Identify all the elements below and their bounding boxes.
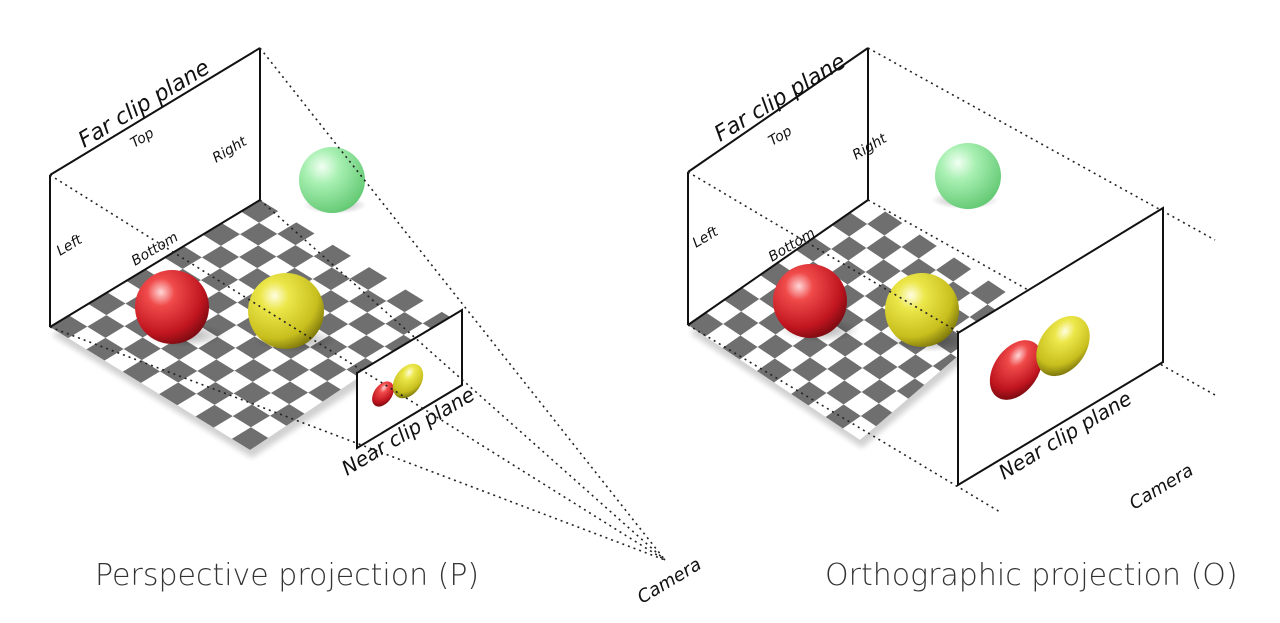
checker-tile — [310, 312, 349, 336]
ray-bottom-right — [259, 199, 666, 561]
checker-tile — [722, 335, 758, 360]
checker-tile — [123, 337, 161, 361]
checker-tile — [348, 312, 386, 336]
checker-tile — [828, 332, 864, 357]
orthographic-camera-label: Camera — [1126, 460, 1197, 514]
perspective-top-label: Top — [128, 125, 157, 151]
orthographic-right-label: Right — [850, 130, 890, 163]
checker-tile — [202, 223, 240, 246]
near-yellow-projection — [1036, 315, 1090, 377]
box-bottom-left-edge — [687, 324, 1001, 513]
checker-tile — [791, 381, 827, 406]
checker-tile — [201, 245, 240, 269]
checker-tile — [757, 334, 793, 359]
checker-tile — [901, 234, 937, 259]
checker-tile — [724, 287, 760, 312]
checker-tile — [231, 427, 270, 450]
red-sphere — [135, 270, 209, 344]
checker-tile — [197, 359, 235, 383]
checker-tile — [122, 360, 160, 383]
checker-tile — [309, 358, 347, 382]
checker-tile — [385, 312, 423, 335]
checker-tile — [270, 404, 308, 427]
near-red-projection — [372, 381, 394, 407]
checker-tile — [196, 382, 234, 405]
perspective-caption: Perspective projection (P) — [95, 558, 479, 593]
ray-bottom-left — [49, 326, 666, 561]
near-red-projection — [989, 340, 1043, 400]
checker-tile — [896, 378, 932, 403]
checker-tile — [159, 382, 197, 406]
checker-tile — [386, 289, 424, 313]
checker-tile — [832, 212, 868, 237]
checker-tile — [760, 262, 796, 287]
checker-tile — [970, 280, 1006, 305]
far-plane-top-edge — [49, 47, 261, 176]
checker-tile — [88, 292, 126, 316]
perspective-left-label: Left — [54, 232, 86, 260]
checker-tile — [160, 359, 198, 383]
checker-tile — [234, 359, 272, 382]
checker-tile — [861, 379, 897, 404]
checker-tile — [867, 211, 903, 236]
far-plane-bottom-edge — [687, 199, 869, 326]
checker-tile — [825, 404, 861, 429]
checker-tile — [826, 380, 862, 405]
checker-tile — [233, 381, 271, 405]
green-sphere — [299, 147, 365, 213]
far-plane-bottom-edge — [49, 199, 261, 328]
checker-tile — [271, 358, 310, 382]
checker-tile — [831, 236, 867, 261]
far-plane-top-edge — [687, 47, 869, 173]
red-sphere — [773, 264, 847, 338]
orthographic-caption: Orthographic projection (O) — [825, 558, 1238, 593]
checker-tile — [723, 311, 759, 336]
checker-tile — [200, 291, 238, 314]
checker-tile — [240, 200, 279, 223]
ray-top-right — [259, 47, 666, 561]
checker-tile — [349, 289, 387, 313]
checker-tile — [308, 381, 346, 404]
near-yellow-projection — [392, 363, 424, 399]
checker-tile — [276, 245, 314, 268]
checker-tile — [232, 404, 270, 428]
checker-tile — [866, 235, 902, 260]
checker-tile — [198, 336, 236, 360]
checker-tile — [865, 259, 901, 284]
perspective-right-label: Right — [210, 133, 250, 166]
checker-tile — [792, 357, 828, 382]
checker-tile — [240, 222, 278, 246]
orthographic-left-label: Left — [690, 224, 722, 252]
checker-tile — [195, 404, 233, 428]
box-top-right-edge — [867, 47, 1216, 241]
yellow-sphere — [248, 273, 324, 349]
checker-tile — [238, 268, 276, 291]
checker-tile — [827, 356, 863, 381]
checker-tile — [86, 337, 124, 361]
checker-tile — [87, 315, 125, 338]
checker-tile — [862, 355, 898, 380]
checker-tile — [277, 222, 315, 246]
checker-tile — [756, 358, 792, 383]
checker-tile — [796, 237, 832, 262]
checker-tile — [239, 245, 277, 269]
checker-tile — [860, 403, 896, 428]
perspective-panel: Far clip plane Top Right Left Bottom Nea… — [49, 47, 705, 608]
checker-tile — [936, 257, 972, 282]
perspective-camera-label: Camera — [634, 554, 705, 608]
checker-tile — [350, 267, 388, 290]
green-sphere — [935, 143, 1001, 209]
checker-tile — [688, 312, 724, 337]
orthographic-top-label: Top — [766, 123, 795, 149]
checker-tile — [313, 244, 351, 268]
checker-tile — [200, 268, 239, 292]
orthographic-panel: Far clip plane Top Right Left Bottom Nea… — [687, 47, 1238, 593]
checker-tile — [347, 335, 385, 358]
checker-tile — [897, 354, 933, 379]
checker-tile — [50, 315, 88, 339]
checker-tile — [312, 267, 350, 291]
checker-tile — [270, 381, 309, 405]
ray-top-left — [49, 174, 666, 561]
